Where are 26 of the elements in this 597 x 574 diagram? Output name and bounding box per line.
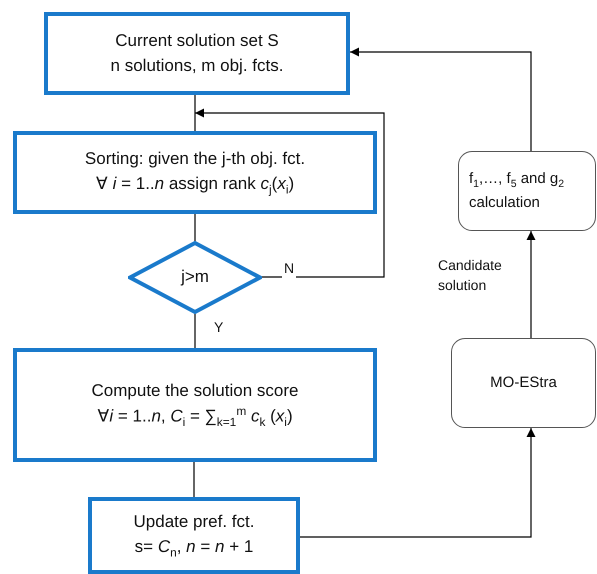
node-text: Sorting: given the j-th obj. fct.	[84, 148, 306, 170]
connector-line	[526, 231, 536, 338]
process-box	[451, 338, 596, 428]
node-text: ∀ i = 1..n assign rank c$_{j}$(x$_{i}$)	[96, 172, 294, 198]
connector-line	[300, 428, 536, 538]
node-text: Current solution set S	[115, 30, 279, 52]
node-text: f$_{1}$,…, f$_{5}$ and g$_{2}$ calculation	[468, 169, 566, 214]
connector-line	[195, 108, 385, 278]
decision-diamond	[128, 241, 262, 314]
process-box	[44, 12, 350, 95]
connector-line	[193, 462, 195, 497]
node-text: ∀i = 1..n, C$_{i}$ = ∑$_{k=1}$$^{m}$ c$_{k}$ (x$_{i}$)	[97, 403, 293, 432]
connector-line	[194, 95, 196, 131]
node-text: Update pref. fct.	[134, 510, 254, 533]
connector-line	[194, 214, 196, 241]
connector-line	[350, 48, 532, 151]
node-text: s= C$_{n}$, n = n + 1	[134, 536, 254, 561]
process-box	[458, 151, 596, 231]
process-box	[13, 131, 377, 214]
connector-line	[194, 314, 196, 348]
process-box	[88, 497, 300, 574]
node-text: n solutions, m obj. fcts.	[110, 54, 284, 76]
node-text: j>m	[181, 266, 209, 288]
node-text: MO-EStra	[489, 373, 558, 394]
process-box	[13, 348, 377, 462]
node-text: Compute the solution score	[92, 380, 298, 402]
